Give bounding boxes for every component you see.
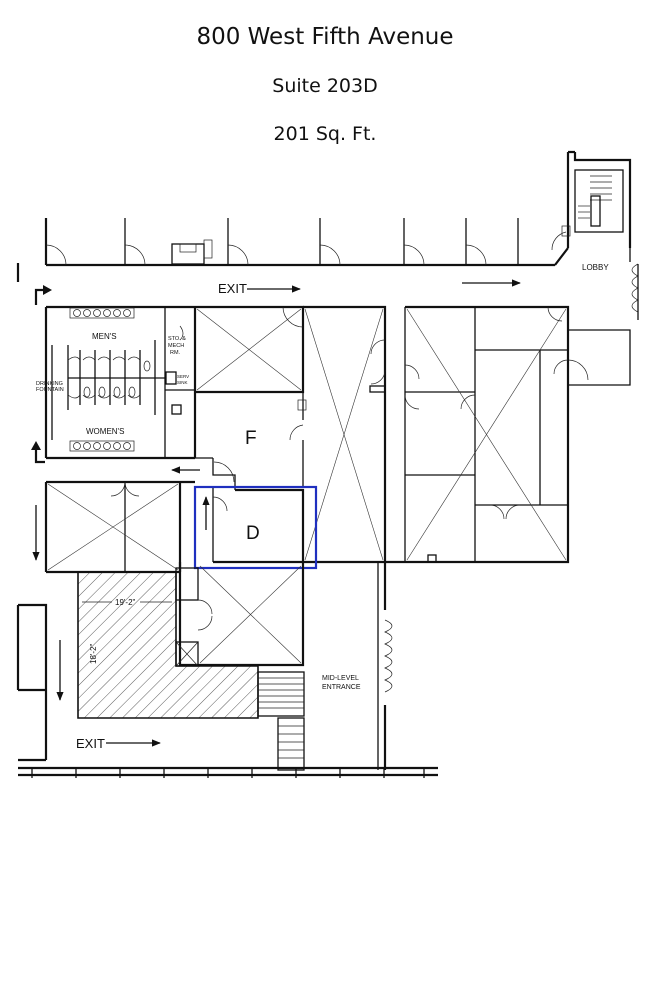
left-lower-rooms <box>44 458 236 574</box>
building-address: 800 West Fifth Avenue <box>196 24 454 50</box>
storage-mech-label-1: STO. & <box>168 336 186 342</box>
left-outer-walls <box>16 603 64 762</box>
drinking-fountain-label-1: DRINKING <box>36 381 63 387</box>
mid-level-label-2: ENTRANCE <box>322 684 361 691</box>
suite-d-room <box>212 487 305 564</box>
dimension-horizontal: 19'-2" <box>115 598 136 607</box>
suite-area: 201 Sq. Ft. <box>273 123 377 145</box>
suite-d-label: D <box>246 523 260 544</box>
dimension-vertical: 18'-2" <box>89 643 98 664</box>
lower-center <box>175 562 305 667</box>
storage-mech-label-3: RM. <box>170 350 181 356</box>
stairs-bottom <box>257 671 305 771</box>
right-offices <box>385 305 570 564</box>
top-corridor <box>16 218 569 282</box>
mens-room-label: MEN'S <box>92 332 117 341</box>
suite-f-label: F <box>245 428 257 449</box>
central-room <box>303 305 387 564</box>
lobby-label: LOBBY <box>582 263 609 272</box>
womens-room-label: WOMEN'S <box>86 427 124 436</box>
serv-sink-label-2: SINK <box>177 380 188 385</box>
stairwell-top <box>551 150 632 251</box>
restroom-block <box>44 305 197 460</box>
exit-label-top: EXIT <box>218 281 247 296</box>
drinking-fountain-label-2: FOUNTAIN <box>36 387 64 393</box>
exit-label-bottom: EXIT <box>76 736 105 751</box>
suite-d-highlight <box>193 485 318 570</box>
suite-number: Suite 203D <box>272 75 378 97</box>
mid-level-label-1: MID-LEVEL <box>322 675 359 682</box>
lobby-doors <box>567 248 639 386</box>
storage-mech-label-2: MECH <box>168 343 184 349</box>
mid-level-entrance-wall <box>377 562 393 770</box>
bottom-exterior-wall <box>18 766 438 778</box>
hatched-space <box>77 571 259 719</box>
turn-arrow-bottom <box>34 448 45 464</box>
serv-sink-label-1: SERV <box>177 374 189 379</box>
suite-f-area <box>194 305 307 487</box>
